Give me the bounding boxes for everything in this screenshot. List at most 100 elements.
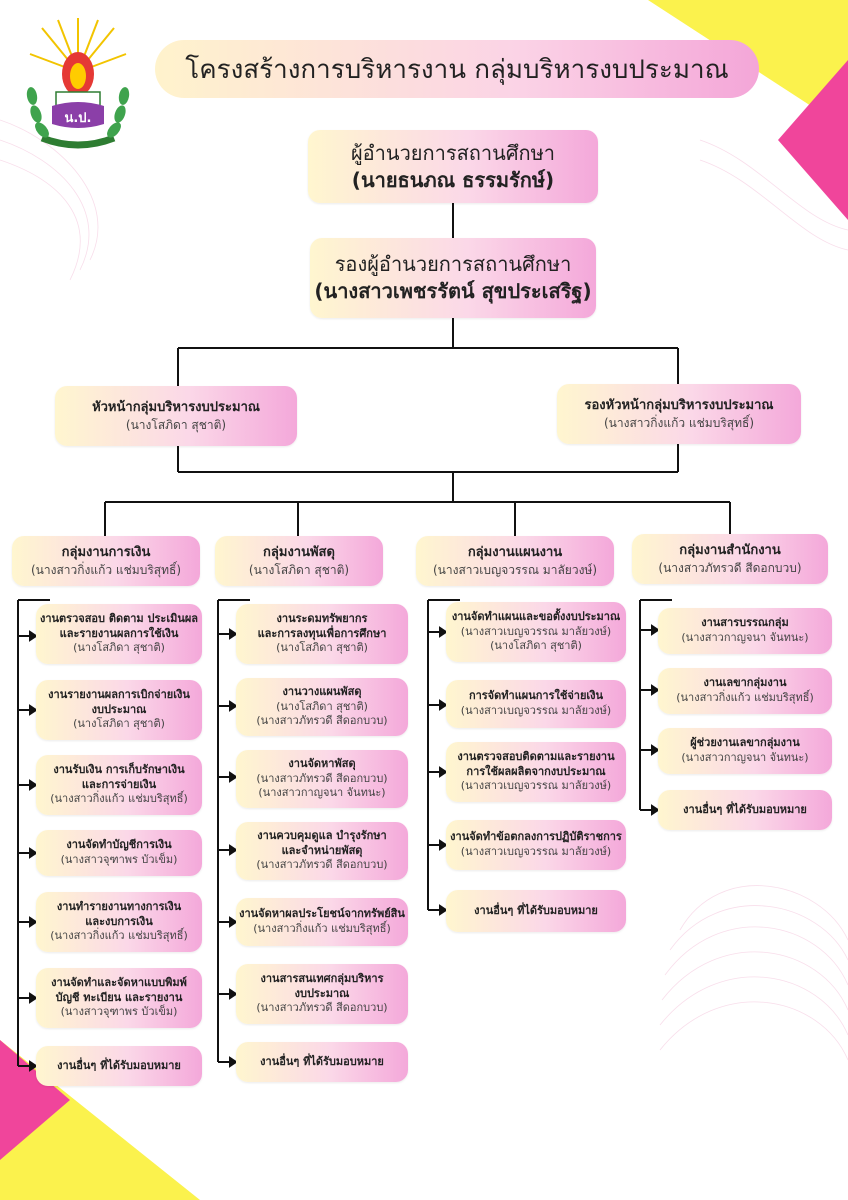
task-title-line: และงบการเงิน	[85, 914, 153, 928]
group-supplies-box: กลุ่มงานพัสดุ (นางโสภิดา สุชาติ)	[215, 536, 383, 586]
task-box: งานจัดหาพัสดุ (นางสาวภัทรวดี สีดอกบวบ) (…	[236, 750, 408, 808]
group-leader: (นางสาวเบญจวรรณ มาลัยวงษ์)	[432, 562, 598, 577]
group-title: กลุ่มงานสำนักงาน	[679, 543, 781, 559]
task-person: (นางสาวกิ่งแก้ว แช่มบริสุทธิ์)	[50, 792, 188, 806]
task-title-line: งานตรวจสอบ ติดตาม ประเมินผล	[39, 611, 199, 625]
task-title-line: บัญชี ทะเบียน และรายงาน	[55, 990, 183, 1004]
task-box: งานอื่นๆ ที่ได้รับมอบหมาย	[236, 1042, 408, 1082]
task-person: (นางสาวกิ่งแก้ว แช่มบริสุทธิ์)	[253, 922, 391, 935]
task-title-line: งานตรวจสอบติดตามและรายงาน	[457, 749, 615, 763]
page-title: โครงสร้างการบริหารงาน กลุ่มบริหารงบประมา…	[155, 40, 759, 98]
task-box: งานวางแผนพัสดุ (นางโสภิดา สุชาติ) (นางสา…	[236, 678, 408, 736]
task-title-line: งบประมาณ	[91, 702, 147, 716]
task-box: งานระดมทรัพยากร และการลงทุนเพื่อการศึกษา…	[236, 604, 408, 664]
group-leader: (นางโสภิดา สุชาติ)	[248, 562, 350, 577]
deputy-director-name: (นางสาวเพชรรัตน์ สุขประเสริฐ)	[314, 279, 592, 303]
group-title: กลุ่มงานพัสดุ	[263, 545, 335, 561]
task-title-line: งานจัดทำบัญชีการเงิน	[66, 838, 172, 852]
task-person: (นางสาวเบญจวรรณ มาลัยวงษ์)	[460, 624, 612, 638]
task-box: งานรับเงิน การเก็บรักษาเงิน และการจ่ายเง…	[36, 755, 202, 815]
task-person: (นางสาวภัทรวดี สีดอกบวบ)	[256, 1001, 388, 1015]
director-box: ผู้อำนวยการสถานศึกษา (นายธนภณ ธรรมรักษ์)	[308, 130, 598, 203]
task-person: (นางโสภิดา สุชาติ)	[276, 641, 368, 655]
task-box: การจัดทำแผนการใช้จ่ายเงิน (นางสาวเบญจวรร…	[446, 680, 626, 728]
task-box: งานตรวจสอบติดตามและรายงาน การใช้ผลผลิตจา…	[446, 742, 626, 802]
task-box: งานควบคุมดูแล บำรุงรักษา และจำหน่ายพัสดุ…	[236, 822, 408, 880]
director-name: (นายธนภณ ธรรมรักษ์)	[351, 167, 555, 192]
task-box: งานอื่นๆ ที่ได้รับมอบหมาย	[36, 1046, 202, 1086]
task-person: (นางสาวภัทรวดี สีดอกบวบ)	[256, 771, 388, 785]
task-person: (นางสาวจุฑาพร บัวเข็ม)	[60, 1005, 178, 1019]
task-title-line: งานควบคุมดูแล บำรุงรักษา	[257, 828, 387, 842]
task-box: งานตรวจสอบ ติดตาม ประเมินผล และรายงานผลก…	[36, 604, 202, 664]
task-title-line: และการจ่ายเงิน	[81, 777, 157, 791]
school-logo: น.ป.	[22, 14, 134, 150]
deputy-head-position: รองหัวหน้ากลุ่มบริหารงบประมาณ	[584, 398, 774, 414]
task-person: (นางสาวกิ่งแก้ว แช่มบริสุทธิ์)	[50, 929, 188, 943]
task-box: งานอื่นๆ ที่ได้รับมอบหมาย	[446, 890, 626, 932]
task-box: งานจัดทำแผนและขอตั้งงบประมาณ (นางสาวเบญจ…	[446, 602, 626, 662]
head-name: (นางโสภิดา สุชาติ)	[125, 417, 227, 432]
task-title-line: งานสารสนเทศกลุ่มบริหาร	[260, 971, 384, 985]
task-title-line: งานอื่นๆ ที่ได้รับมอบหมาย	[683, 802, 807, 816]
task-title-line: งานวางแผนพัสดุ	[282, 684, 362, 698]
head-box: หัวหน้ากลุ่มบริหารงบประมาณ (นางโสภิดา สุ…	[55, 386, 297, 446]
task-title-line: และการลงทุนเพื่อการศึกษา	[257, 626, 387, 640]
task-person: (นางสาวเบญจวรรณ มาลัยวงษ์)	[460, 704, 612, 717]
task-person: (นางสาวเบญจวรรณ มาลัยวงษ์)	[460, 779, 612, 793]
task-person: (นางสาวกาญจนา จันทนะ)	[681, 631, 809, 644]
task-person: (นางโสภิดา สุชาติ)	[73, 717, 165, 731]
task-title-line: ผู้ช่วยงานเลขากลุ่มงาน	[690, 736, 800, 750]
task-person: (นางสาวเบญจวรรณ มาลัยวงษ์)	[460, 845, 612, 858]
task-box: งานรายงานผลการเบิกจ่ายเงิน งบประมาณ (นาง…	[36, 680, 202, 740]
task-box: งานจัดทำบัญชีการเงิน (นางสาวจุฑาพร บัวเข…	[36, 830, 202, 876]
group-title: กลุ่มงานแผนงาน	[467, 545, 563, 561]
group-leader: (นางสาวภัทรวดี สีดอกบวบ)	[658, 560, 802, 575]
group-leader: (นางสาวกิ่งแก้ว แช่มบริสุทธิ์)	[30, 562, 182, 577]
group-finance-box: กลุ่มงานการเงิน (นางสาวกิ่งแก้ว แช่มบริส…	[12, 536, 200, 586]
task-title-line: การใช้ผลผลิตจากงบประมาณ	[466, 764, 606, 778]
deputy-head-name: (นางสาวกิ่งแก้ว แช่มบริสุทธิ์)	[603, 415, 755, 430]
task-title-line: งานเลขากลุ่มงาน	[703, 676, 787, 690]
task-title-line: งานทำรายงานทางการเงิน	[56, 899, 182, 913]
task-person: (นางสาวภัทรวดี สีดอกบวบ)	[256, 714, 388, 728]
director-position: ผู้อำนวยการสถานศึกษา	[350, 140, 556, 165]
task-title-line: งานรายงานผลการเบิกจ่ายเงิน	[48, 687, 190, 701]
task-title-line: งานรับเงิน การเก็บรักษาเงิน	[53, 762, 185, 776]
head-position: หัวหน้ากลุ่มบริหารงบประมาณ	[92, 400, 260, 416]
task-box: งานอื่นๆ ที่ได้รับมอบหมาย	[658, 790, 832, 830]
task-title-line: งานจัดหาผลประโยชน์จากทรัพย์สิน	[239, 907, 405, 921]
logo-text: น.ป.	[64, 111, 91, 126]
task-box: งานสารบรรณกลุ่ม (นางสาวกาญจนา จันทนะ)	[658, 608, 832, 654]
task-title-line: งานอื่นๆ ที่ได้รับมอบหมาย	[57, 1058, 181, 1072]
task-person: (นางโสภิดา สุชาติ)	[490, 639, 582, 653]
group-office-box: กลุ่มงานสำนักงาน (นางสาวภัทรวดี สีดอกบวบ…	[632, 534, 828, 584]
task-person: (นางสาวภัทรวดี สีดอกบวบ)	[256, 858, 388, 872]
task-title-line: งบประมาณ	[294, 986, 350, 1000]
deputy-director-box: รองผู้อำนวยการสถานศึกษา (นางสาวเพชรรัตน์…	[310, 238, 596, 318]
task-box: งานจัดทำและจัดหาแบบพิมพ์ บัญชี ทะเบียน แ…	[36, 968, 202, 1028]
task-box: งานทำรายงานทางการเงิน และงบการเงิน (นางส…	[36, 892, 202, 952]
task-title-line: และจำหน่ายพัสดุ	[281, 843, 363, 857]
task-title-line: งานจัดทำและจัดหาแบบพิมพ์	[51, 975, 187, 989]
group-title: กลุ่มงานการเงิน	[61, 545, 151, 561]
task-person: (นางโสภิดา สุชาติ)	[73, 641, 165, 655]
task-title-line: งานจัดทำแผนและขอตั้งงบประมาณ	[451, 609, 621, 623]
task-title-line: และรายงานผลการใช้เงิน	[59, 626, 179, 640]
task-title-line: งานจัดหาพัสดุ	[288, 756, 356, 770]
task-title-line: งานจัดทำข้อตกลงการปฏิบัติราชการ	[450, 830, 622, 844]
task-title-line: งานสารบรรณกลุ่ม	[701, 616, 789, 630]
task-box: งานจัดหาผลประโยชน์จากทรัพย์สิน (นางสาวกิ…	[236, 898, 408, 946]
deputy-director-position: รองผู้อำนวยการสถานศึกษา	[334, 252, 572, 276]
task-box: ผู้ช่วยงานเลขากลุ่มงาน (นางสาวกาญจนา จัน…	[658, 728, 832, 774]
school-logo-icon: น.ป.	[26, 18, 130, 149]
task-person: (นางสาวกิ่งแก้ว แช่มบริสุทธิ์)	[676, 691, 814, 704]
task-title-line: การจัดทำแผนการใช้จ่ายเงิน	[468, 689, 604, 703]
task-box: งานจัดทำข้อตกลงการปฏิบัติราชการ (นางสาวเ…	[446, 820, 626, 870]
task-person: (นางสาวจุฑาพร บัวเข็ม)	[60, 853, 178, 866]
task-person: (นางโสภิดา สุชาติ)	[276, 699, 368, 713]
task-box: งานเลขากลุ่มงาน (นางสาวกิ่งแก้ว แช่มบริส…	[658, 668, 832, 714]
task-title-line: งานอื่นๆ ที่ได้รับมอบหมาย	[260, 1054, 384, 1068]
